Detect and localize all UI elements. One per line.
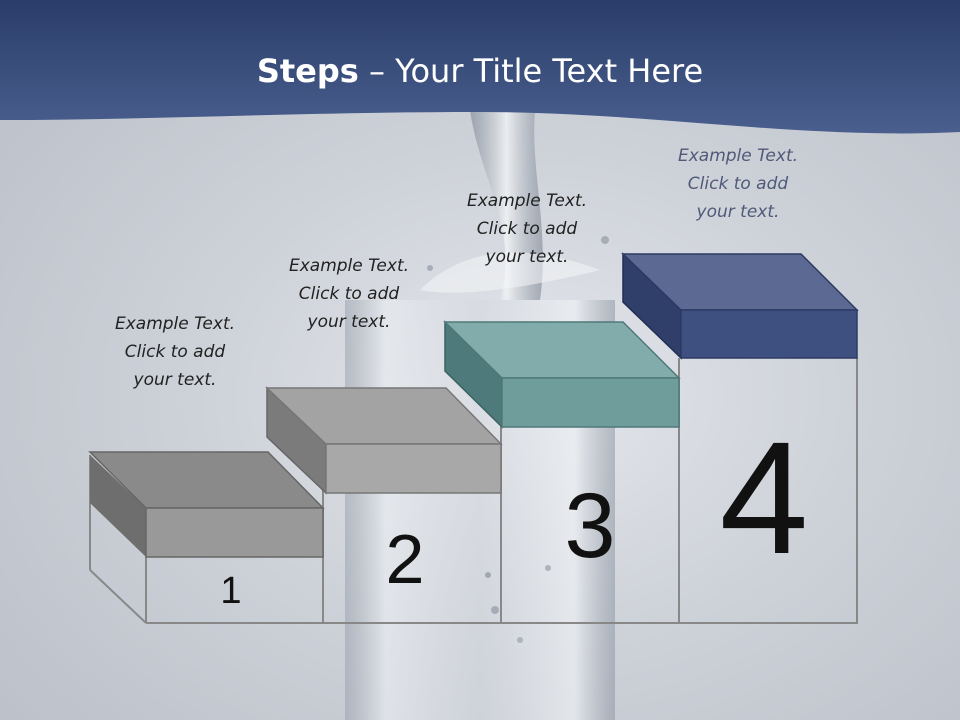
- step-3-text[interactable]: Example Text. Click to add your text.: [437, 187, 617, 271]
- staircase-outline: [146, 358, 858, 624]
- step-1-block: [88, 451, 325, 558]
- step-2-number: 2: [385, 520, 425, 598]
- step-3-line-1: Example Text.: [466, 191, 588, 211]
- step-4-block: [621, 252, 859, 360]
- step-4-line-3: your text.: [696, 202, 780, 222]
- step-2-text[interactable]: Example Text. Click to add your text.: [259, 252, 439, 336]
- header-band: [0, 0, 960, 134]
- title-rest: – Your Title Text Here: [358, 52, 704, 90]
- title-bold: Steps: [256, 52, 359, 90]
- step-3-line-2: Click to add: [476, 219, 578, 239]
- step-2-line-2: Click to add: [298, 284, 400, 304]
- step-4-text[interactable]: Example Text. Click to add your text.: [648, 142, 828, 226]
- slide-title[interactable]: Steps – Your Title Text Here: [0, 52, 960, 90]
- step-4-line-1: Example Text.: [677, 146, 799, 166]
- step-4-number: 4: [719, 408, 809, 587]
- step-3-line-3: your text.: [485, 247, 569, 267]
- step-1-line-1: Example Text.: [114, 314, 236, 334]
- step-3-block: [443, 320, 681, 429]
- step-2-block: [265, 386, 503, 495]
- step-1-number: 1: [220, 570, 242, 612]
- step-2-line-3: your text.: [307, 312, 391, 332]
- step-2-line-1: Example Text.: [288, 256, 410, 276]
- step-1-text[interactable]: Example Text. Click to add your text.: [85, 310, 265, 394]
- step-1-line-2: Click to add: [124, 342, 226, 362]
- step-1-line-3: your text.: [133, 370, 217, 390]
- step-3-number: 3: [564, 475, 616, 577]
- step-4-line-2: Click to add: [687, 174, 789, 194]
